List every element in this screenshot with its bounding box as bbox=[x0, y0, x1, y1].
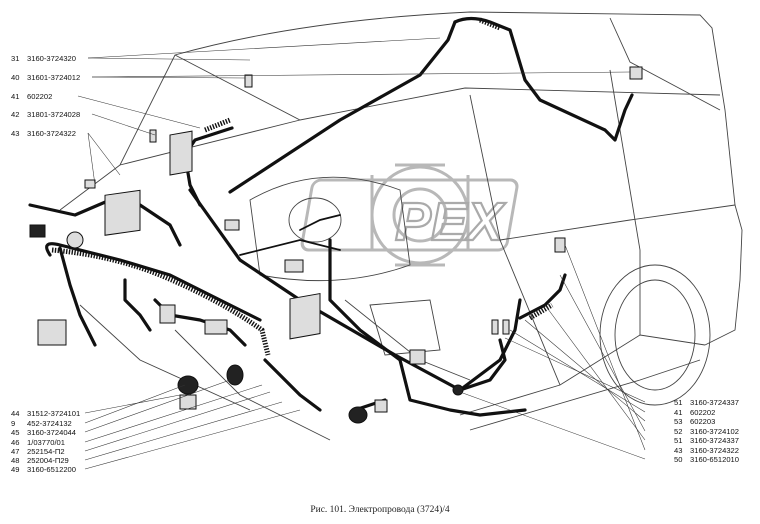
callout-num: 42 bbox=[11, 110, 19, 119]
callout-code: 252004-П29 bbox=[27, 456, 69, 465]
plug-b bbox=[502, 319, 510, 335]
callout-code: 602202 bbox=[27, 92, 52, 101]
callout-num: 44 bbox=[11, 409, 19, 418]
callout-num: 41 bbox=[674, 408, 682, 417]
sensor-round bbox=[66, 231, 84, 249]
callout-code: 3160-3724322 bbox=[27, 129, 76, 138]
callouts-left-top: 31 3160-3724320 40 31601-3724012 41 6022… bbox=[11, 54, 80, 138]
callout-code: 452-3724132 bbox=[27, 419, 72, 428]
callout-num: 52 bbox=[674, 427, 682, 436]
callout-code: 3160-6512200 bbox=[27, 465, 76, 474]
callout-num: 43 bbox=[11, 129, 19, 138]
callout-num: 41 bbox=[11, 92, 19, 101]
lamp-socket bbox=[629, 66, 643, 80]
callout-code: 602203 bbox=[690, 417, 715, 426]
callout-num: 9 bbox=[11, 419, 15, 428]
distributor bbox=[177, 375, 199, 395]
callout-code: 3160-3724337 bbox=[690, 436, 739, 445]
callout-code: 602202 bbox=[690, 408, 715, 417]
callout-code: 3160-3724322 bbox=[690, 446, 739, 455]
callout-code: 31512-3724101 bbox=[27, 409, 80, 418]
coil-component bbox=[226, 364, 244, 386]
callout-code: 3160-3724320 bbox=[27, 54, 76, 63]
module-box bbox=[289, 292, 321, 340]
callout-code: 31601-3724012 bbox=[27, 73, 80, 82]
grommet bbox=[452, 384, 464, 396]
callout-num: 51 bbox=[674, 398, 682, 407]
callout-num: 48 bbox=[11, 456, 19, 465]
connector-dash bbox=[284, 259, 304, 273]
fuse-box bbox=[37, 319, 67, 346]
clip-center bbox=[224, 219, 240, 231]
callout-code: 3160-3724337 bbox=[690, 398, 739, 407]
callout-num: 46 bbox=[11, 438, 19, 447]
watermark-text: PEX bbox=[395, 192, 506, 252]
callout-num: 43 bbox=[674, 446, 682, 455]
relay-small bbox=[159, 304, 176, 324]
callout-num: 31 bbox=[11, 54, 19, 63]
plug-a bbox=[491, 319, 499, 335]
relay-row bbox=[204, 319, 228, 335]
corrugated-tube-b bbox=[479, 17, 501, 31]
plug-right bbox=[554, 237, 566, 253]
callout-num: 53 bbox=[674, 417, 682, 426]
callouts-left-bottom: 44 31512-3724101 9 452-3724132 45 3160-3… bbox=[11, 409, 80, 474]
plug-mid bbox=[149, 129, 157, 143]
vehicle-body-outline bbox=[59, 11, 743, 441]
callout-num: 45 bbox=[11, 428, 19, 437]
clip-left bbox=[84, 179, 96, 189]
callout-num: 51 bbox=[674, 436, 682, 445]
callout-code: 3160-3724044 bbox=[27, 428, 76, 437]
connector-left bbox=[29, 224, 46, 238]
components bbox=[29, 17, 643, 424]
corrugated-tube-a bbox=[204, 117, 231, 133]
relay-block bbox=[169, 130, 193, 176]
callout-code: 1/03770/01 bbox=[27, 438, 65, 447]
figure-caption: Рис. 101. Электропровода (3724)/4 bbox=[310, 505, 450, 515]
connector-round bbox=[348, 406, 368, 424]
control-unit bbox=[104, 189, 141, 236]
callout-code: 31801-3724028 bbox=[27, 110, 80, 119]
watermark: PEX bbox=[300, 163, 519, 267]
callout-code: 3160-3724102 bbox=[690, 427, 739, 436]
callout-num: 40 bbox=[11, 73, 19, 82]
callout-num: 47 bbox=[11, 447, 19, 456]
plug-top bbox=[244, 74, 253, 88]
connector-body bbox=[374, 399, 388, 413]
callouts-right: 51 3160-3724337 41 602202 53 602203 52 3… bbox=[674, 398, 739, 464]
callout-num: 49 bbox=[11, 465, 19, 474]
callout-num: 50 bbox=[674, 455, 682, 464]
leader-lines bbox=[77, 37, 646, 470]
callout-code: 252154-П2 bbox=[27, 447, 65, 456]
connector-plug bbox=[409, 349, 426, 365]
callout-code: 3160-6512010 bbox=[690, 455, 739, 464]
